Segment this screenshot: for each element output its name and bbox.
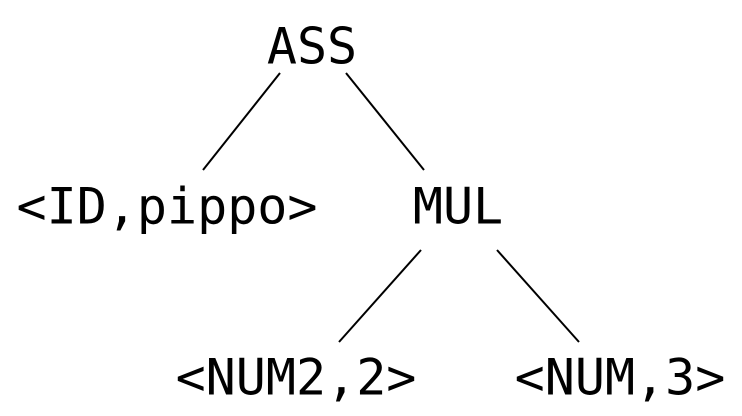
leaf-node-num-3: <NUM,3> xyxy=(515,349,726,407)
edge-mul-to-num2-leaf xyxy=(338,249,422,343)
leaf-node-num2-2: <NUM2,2> xyxy=(176,349,417,407)
edge-ass-to-id-leaf xyxy=(202,72,281,171)
edge-ass-to-mul xyxy=(345,72,425,171)
leaf-node-id-pippo: <ID,pippo> xyxy=(16,178,317,236)
edge-mul-to-num-leaf xyxy=(496,249,580,343)
node-mul: MUL xyxy=(413,178,503,236)
root-node-ass: ASS xyxy=(267,18,357,76)
